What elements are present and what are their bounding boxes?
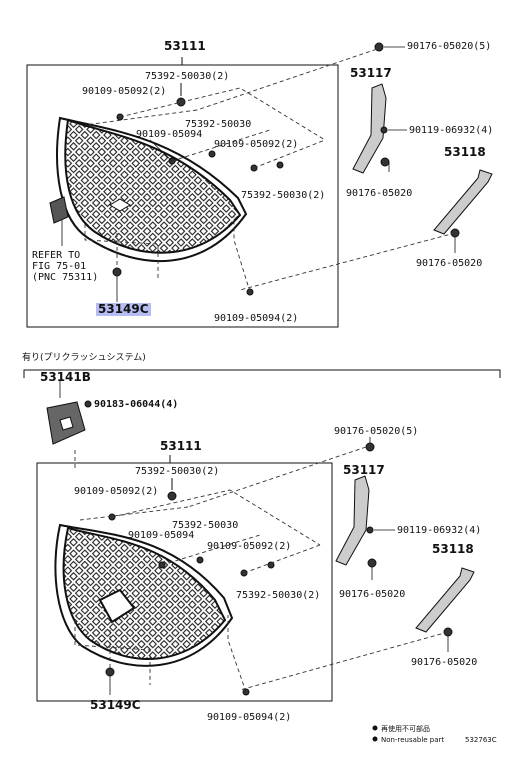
label-90109-a-top: 90109-05092(2)	[82, 86, 167, 97]
label-90176-top-bottom: 90176-05020(5)	[334, 426, 419, 437]
label-90109-c-bottom: 90109-05092(2)	[207, 541, 292, 552]
emblem-top	[49, 196, 69, 224]
label-53117-bottom: 53117	[343, 463, 385, 477]
legend-en: Non-reusable part	[381, 736, 445, 744]
bracket-53117-top	[352, 83, 387, 174]
label-53111-top: 53111	[164, 39, 206, 53]
label-90176-low-top: 90176-05020	[416, 258, 483, 269]
label-53118-top: 53118	[444, 145, 486, 159]
label-90176-mid-bottom: 90176-05020	[339, 589, 406, 600]
label-90109-d-top: 90109-05094(2)	[214, 313, 299, 324]
label-90183: 90183-06044(4)	[94, 399, 179, 410]
label-53118-bottom: 53118	[432, 542, 474, 556]
bracket-53118-top	[433, 169, 493, 235]
refer-line-2: FIG 75-01	[32, 261, 87, 272]
label-53149c-bottom[interactable]: 53149C	[90, 698, 141, 712]
label-90119-bottom: 90119-06932(4)	[397, 525, 482, 536]
bracket-53118-bottom	[415, 567, 475, 633]
label-75392-c-top: 75392-50030(2)	[241, 190, 326, 201]
label-53111-bottom: 53111	[160, 439, 202, 453]
label-53149c-highlight[interactable]: 53149C	[96, 302, 151, 316]
label-90109-d-bottom: 90109-05094(2)	[207, 712, 292, 723]
label-90176-low-bottom: 90176-05020	[411, 657, 478, 668]
label-53117-top: 53117	[350, 66, 392, 80]
label-90109-b-top: 90109-05094	[136, 129, 203, 140]
label-75392-b-bottom: 75392-50030	[172, 520, 239, 531]
refer-note: REFER TO FIG 75-01 (PNC 75311)	[32, 250, 98, 283]
emblem-53141b	[46, 401, 86, 445]
refer-line-3: (PNC 75311)	[32, 272, 99, 283]
label-53141b: 53141B	[40, 370, 91, 384]
label-75392-a-bottom: 75392-50030(2)	[135, 466, 220, 477]
section-bracket	[23, 369, 501, 378]
label-90109-a-bottom: 90109-05092(2)	[74, 486, 159, 497]
label-75392-a-top: 75392-50030(2)	[145, 71, 230, 82]
label-75392-b-top: 75392-50030	[185, 119, 252, 130]
refer-line-1: REFER TO	[32, 250, 81, 261]
label-90176-top-top: 90176-05020(5)	[407, 41, 492, 52]
bracket-53117-bottom	[335, 475, 370, 566]
bottom-frame	[36, 462, 333, 702]
grille-bottom	[54, 523, 234, 667]
label-75392-c-bottom: 75392-50030(2)	[236, 590, 321, 601]
legend-jp: 再使用不可部品	[381, 725, 430, 733]
section-header: 有り(プリクラッシュシステム)	[22, 353, 146, 363]
label-90119-top: 90119-06932(4)	[409, 125, 494, 136]
figure-code: 532763C	[465, 736, 497, 744]
label-90176-mid-top: 90176-05020	[346, 188, 413, 199]
label-90109-c-top: 90109-05092(2)	[214, 139, 299, 150]
label-90109-b-bottom: 90109-05094	[128, 530, 195, 541]
